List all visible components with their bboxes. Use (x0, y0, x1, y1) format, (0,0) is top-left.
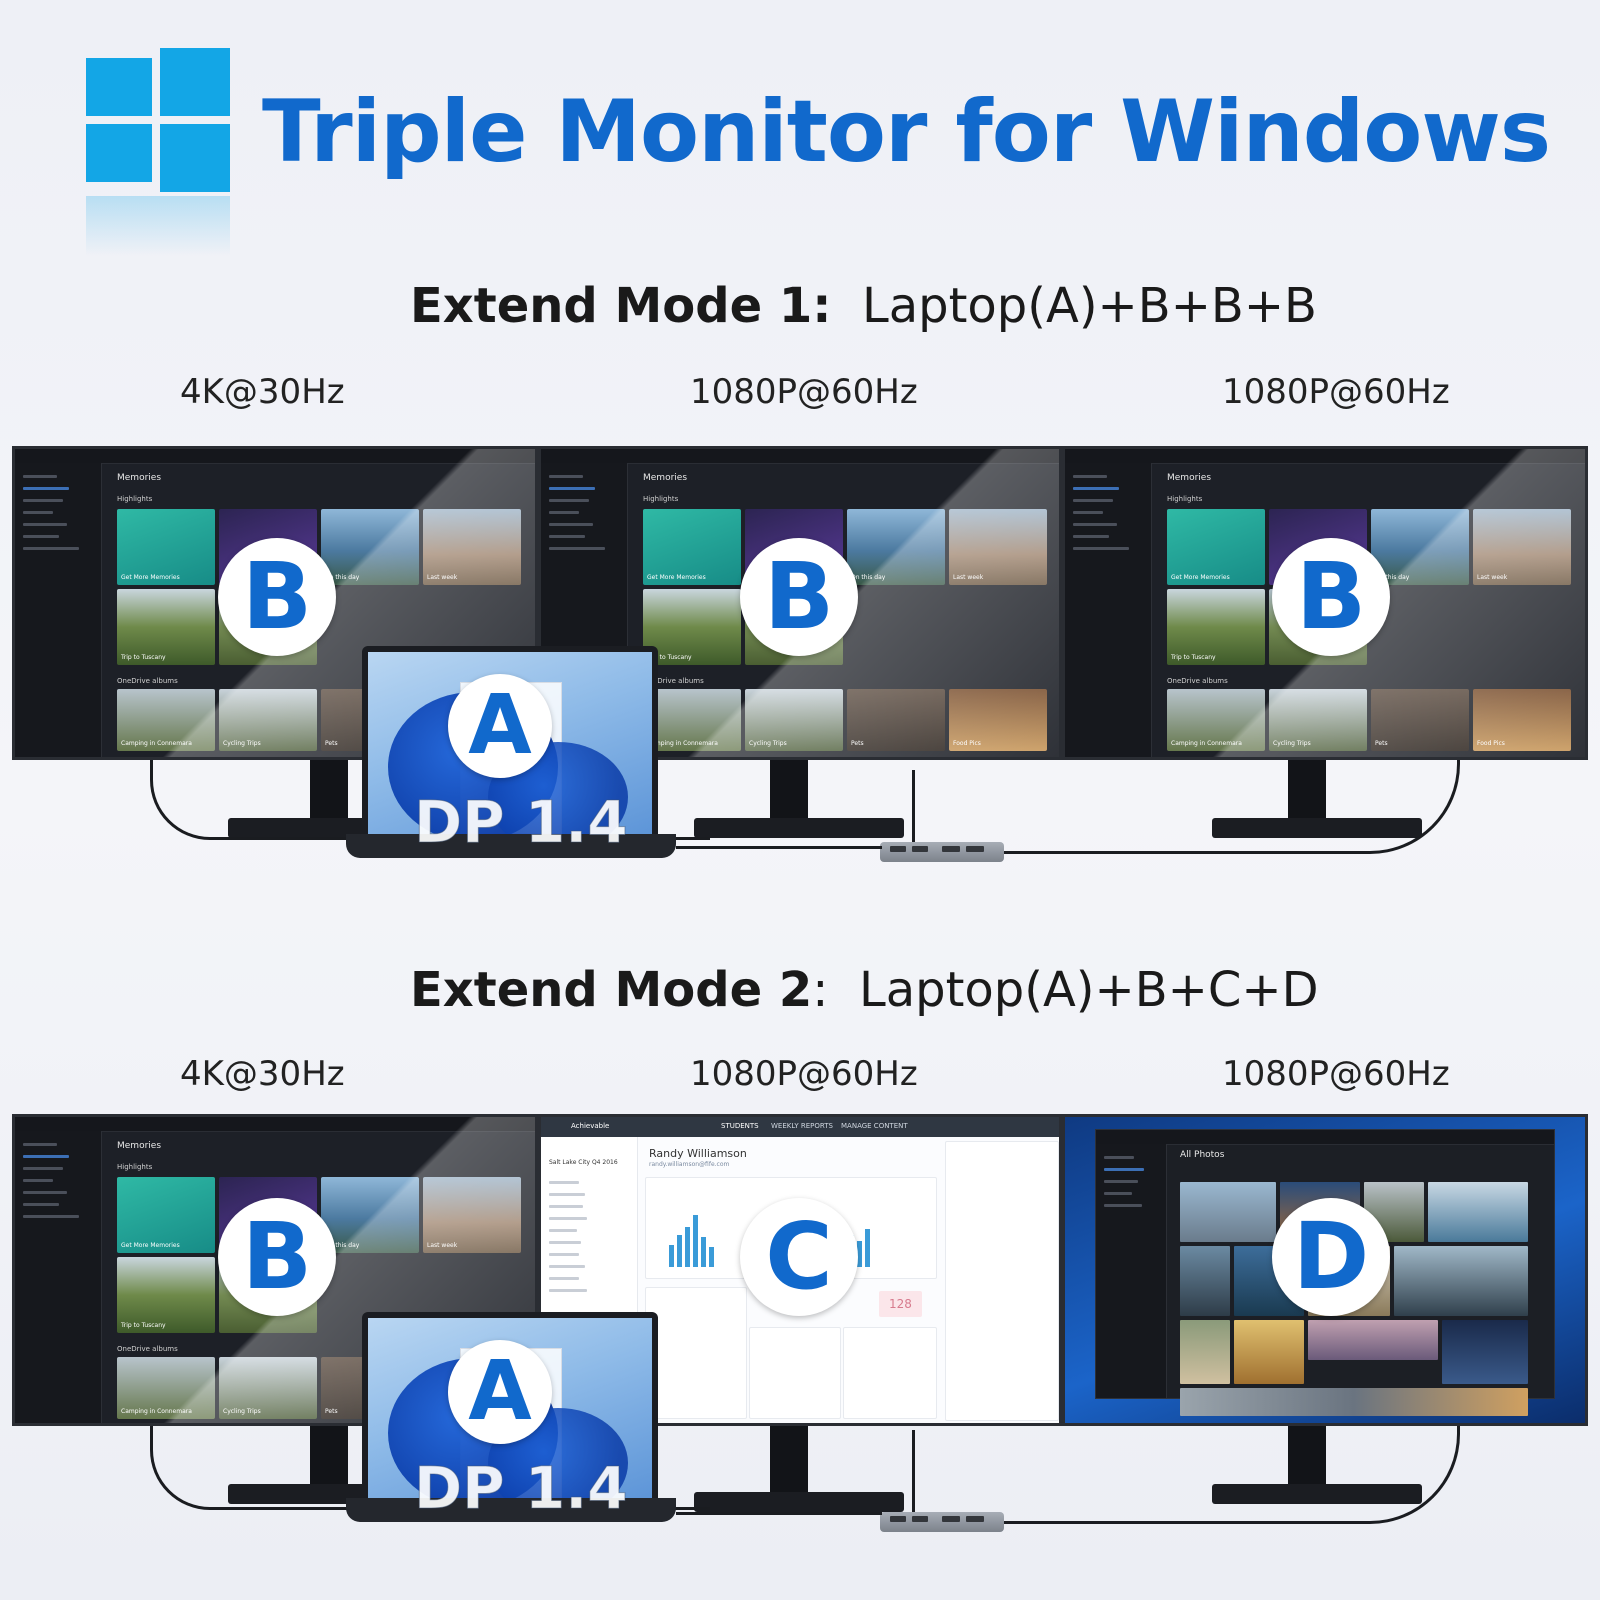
mode2-title-label: Extend Mode 2 (410, 962, 813, 1018)
mode1-title-label: Extend Mode 1: (410, 278, 832, 334)
mode2-res-left: 4K@30Hz (180, 1054, 345, 1094)
mode1-res-center: 1080P@60Hz (690, 372, 918, 412)
mode2-title-config: Laptop(A)+B+C+D (858, 962, 1319, 1018)
mode2-res-right: 1080P@60Hz (1222, 1054, 1450, 1094)
page-title: Triple Monitor for Windows (262, 82, 1551, 182)
student-email: randy.williamson@fife.com (649, 1161, 730, 1168)
badge-b: B (1272, 538, 1390, 656)
mode2-title: Extend Mode 2: Laptop(A)+B+C+D (410, 962, 1319, 1018)
gallery-heading: All Photos (1180, 1150, 1225, 1160)
monitor-base (1212, 818, 1422, 838)
titlebar (15, 449, 535, 464)
laptop-base (346, 834, 676, 858)
tab-manage-content[interactable]: MANAGE CONTENT (841, 1122, 908, 1130)
windows-logo-reflection (86, 196, 230, 256)
activity-card (645, 1287, 747, 1419)
progress-card (749, 1327, 841, 1419)
tab-weekly-reports[interactable]: WEEKLY REPORTS (771, 1122, 833, 1130)
albums-label: OneDrive albums (117, 677, 178, 685)
monitor-stand (1288, 758, 1326, 820)
cable (912, 770, 915, 848)
cable (676, 846, 882, 849)
tile-lastweek: Last week (423, 509, 521, 585)
mode1-title: Extend Mode 1: Laptop(A)+B+B+B (410, 278, 1317, 334)
mode2-res-center: 1080P@60Hz (690, 1054, 918, 1094)
windows-logo (86, 48, 230, 192)
tile-memories: Get More Memories (117, 509, 215, 585)
dashboard-topbar: Achievable STUDENTS WEEKLY REPORTS MANAG… (541, 1117, 1059, 1137)
badge-b: B (218, 1198, 336, 1316)
highlights-label: Highlights (643, 495, 679, 503)
mode1-res-left: 4K@30Hz (180, 372, 345, 412)
app-heading: Memories (643, 473, 688, 483)
mode1-res-right: 1080P@60Hz (1222, 372, 1450, 412)
monitor-stand (310, 758, 348, 820)
mode1-title-config: Laptop(A)+B+B+B (861, 278, 1317, 334)
album-connemara: Camping in Connemara (117, 689, 215, 751)
usb-hub (880, 842, 1004, 862)
score-number: 128 (879, 1291, 922, 1317)
tab-students[interactable]: STUDENTS (721, 1122, 759, 1130)
assigned-panel (945, 1141, 1059, 1421)
tile-onthisday: On this day (321, 509, 419, 585)
topics-card (843, 1327, 937, 1419)
usb-hub (880, 1512, 1004, 1532)
badge-a: A (448, 1340, 552, 1444)
badge-d: D (1272, 1198, 1390, 1316)
app-heading: Memories (117, 473, 162, 483)
monitor-base (694, 818, 904, 838)
badge-b: B (218, 538, 336, 656)
monitor-stand (770, 758, 808, 820)
dp-label: DP 1.4 (414, 1454, 629, 1523)
student-name: Randy Williamson (649, 1147, 747, 1160)
dp-label: DP 1.4 (414, 788, 629, 857)
dashboard-brand: Achievable (571, 1122, 610, 1130)
highlights-label: Highlights (117, 495, 153, 503)
badge-b: B (740, 538, 858, 656)
sidebar (15, 463, 102, 757)
badge-c: C (740, 1198, 858, 1316)
badge-a: A (448, 674, 552, 778)
album-cycling: Cycling Trips (219, 689, 317, 751)
tile-tuscany: Trip to Tuscany (117, 589, 215, 665)
